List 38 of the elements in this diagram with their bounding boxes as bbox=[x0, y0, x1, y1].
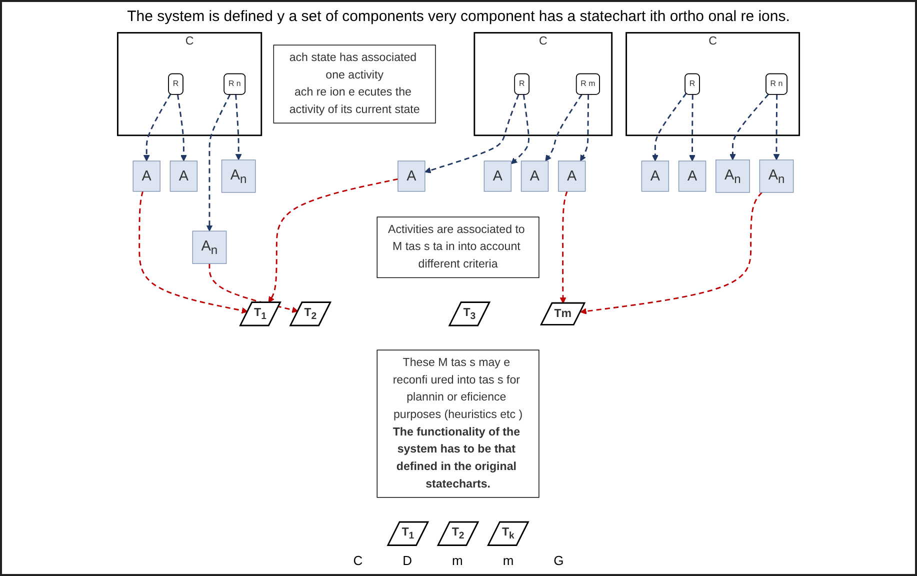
arrow bbox=[652, 92, 687, 162]
note-text: G bbox=[554, 553, 564, 568]
node-box: A bbox=[484, 160, 512, 192]
node-box: A bbox=[520, 160, 549, 192]
arrow bbox=[580, 94, 590, 162]
arrow bbox=[424, 94, 520, 174]
note-text: D bbox=[402, 553, 412, 568]
node-box: Activities are associated to M tas s ta in into account different criteria bbox=[376, 216, 540, 278]
arrow bbox=[580, 192, 762, 314]
note-text: m bbox=[502, 553, 514, 568]
arrow bbox=[773, 94, 780, 160]
node-box: These M tas s may e reconfi ured into tas s for plannin or eficience purposes (heuristics etc ) The functionality of the system has to be that defined in the original statecharts. bbox=[376, 350, 540, 498]
note-text: m bbox=[452, 553, 463, 568]
node-box: A bbox=[132, 160, 160, 192]
arrow bbox=[143, 94, 172, 162]
arrow bbox=[560, 191, 568, 304]
arrow bbox=[730, 94, 769, 160]
arrow bbox=[138, 191, 248, 314]
arrow bbox=[545, 94, 582, 162]
note-text: C bbox=[353, 553, 363, 568]
node-box: A bbox=[398, 160, 426, 192]
node-box: A bbox=[678, 160, 706, 192]
arrow bbox=[268, 178, 398, 303]
node-box: A bbox=[641, 160, 670, 192]
node-box: A$_{n}$ bbox=[759, 160, 794, 193]
arrow bbox=[208, 264, 298, 313]
arrow bbox=[510, 94, 530, 164]
arrow bbox=[235, 94, 242, 160]
node-box: A$_{n}$ bbox=[221, 160, 256, 193]
node-box: A$_{n}$ bbox=[716, 160, 750, 193]
node-box: A bbox=[558, 160, 586, 192]
node-box: ach state has associated one activity ach re ion e ecutes the activity of its current state bbox=[273, 44, 436, 124]
arrow bbox=[206, 94, 231, 232]
title: The system is defined y a set of components very component has a statechart ith ortho onal re ions. bbox=[127, 8, 790, 25]
node-box: A bbox=[170, 160, 198, 192]
arrow bbox=[689, 94, 696, 162]
node-box: A$_{n}$ bbox=[192, 230, 227, 264]
arrow bbox=[177, 94, 187, 162]
